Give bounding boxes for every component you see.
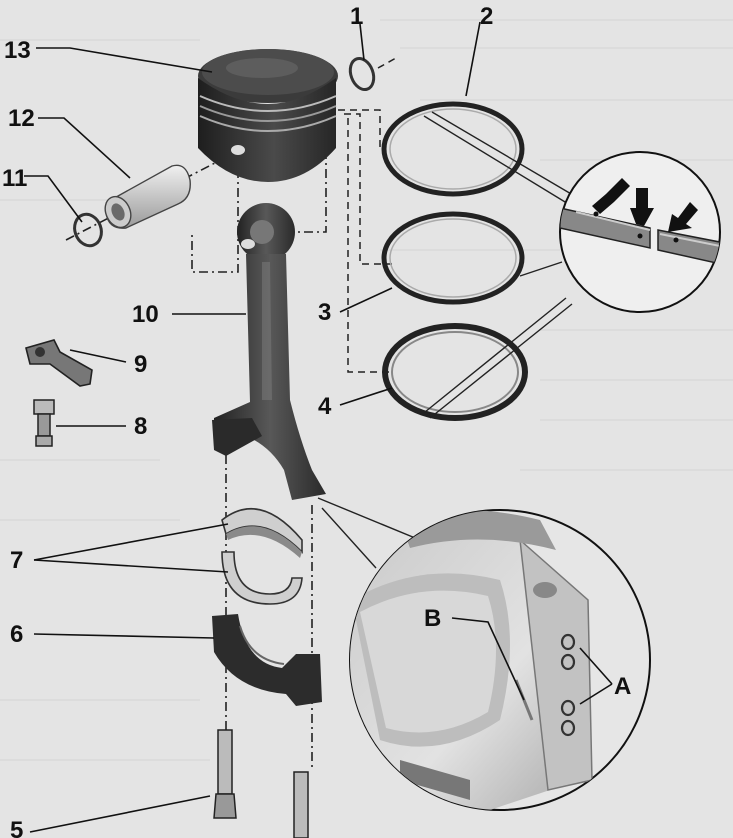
bearing-shell-lower — [221, 551, 303, 605]
piston-pin — [104, 164, 191, 229]
piston — [198, 49, 338, 182]
arrow-marker-icon — [630, 188, 654, 226]
callout-1: 1 — [350, 3, 363, 30]
oil-control-ring — [382, 323, 528, 421]
callout-5: 5 — [10, 817, 23, 838]
rod-bolt-right — [293, 771, 309, 838]
callout-2: 2 — [480, 3, 493, 30]
rod-big-end-detail — [317, 497, 651, 811]
callout-8: 8 — [134, 413, 147, 440]
callout-4: 4 — [318, 393, 332, 420]
piston-ring-middle — [381, 211, 525, 305]
callout-6: 6 — [10, 621, 23, 648]
nozzle-bolt — [33, 399, 55, 447]
arrow-marker-icon — [668, 202, 698, 232]
arrow-marker-icon — [592, 178, 630, 214]
piston-ring-top — [381, 101, 525, 197]
callout-7: 7 — [10, 547, 23, 574]
callout-A: A — [614, 673, 631, 700]
callout-10: 10 — [132, 301, 159, 328]
circlip-left — [73, 212, 103, 248]
callout-B: B — [424, 605, 441, 632]
callout-12: 12 — [8, 105, 35, 132]
callout-11: 11 — [2, 165, 27, 192]
callout-13: 13 — [4, 37, 31, 64]
bearing-shell-upper — [221, 507, 303, 558]
leader-lines — [24, 21, 613, 833]
connecting-rod — [212, 203, 326, 500]
rod-bolt-left — [213, 729, 237, 819]
callout-9: 9 — [134, 351, 147, 378]
callout-3: 3 — [318, 299, 331, 326]
circlip-right — [348, 57, 397, 91]
bearing-cap — [212, 614, 322, 706]
oil-spray-nozzle — [25, 339, 93, 387]
callout-labels: 1 2 3 4 5 6 7 8 9 10 11 12 13 A B — [2, 3, 631, 838]
ring-gap-detail — [423, 111, 721, 419]
